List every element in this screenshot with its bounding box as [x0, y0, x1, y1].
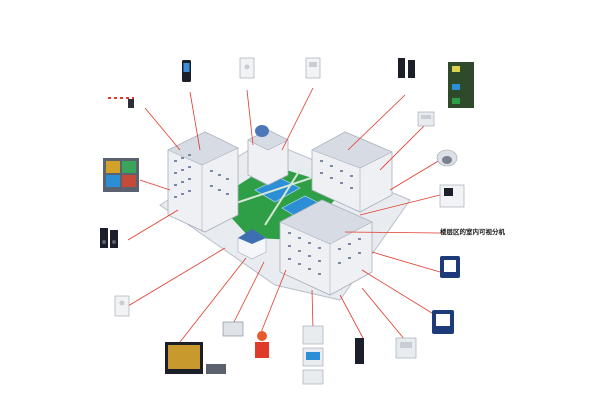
title-right-label: 楼层区的室内可视分机 — [440, 228, 505, 236]
wall-panel-icon — [305, 57, 321, 79]
connector-lines — [127, 87, 441, 343]
desk-phone-icon — [206, 321, 244, 374]
barrier-gate-icon — [105, 97, 134, 108]
control-unit-icon — [432, 310, 454, 334]
gatehouse — [237, 229, 267, 260]
touch-panel-icon — [440, 256, 460, 278]
operator-icon — [255, 331, 269, 358]
speaker-icon — [100, 228, 118, 248]
reader-unit-icon — [395, 337, 417, 359]
id-card-icon — [439, 184, 465, 208]
speaker-pair-icon — [398, 58, 415, 78]
intercom-panel-icon — [302, 325, 324, 385]
door-intercom-icon — [114, 295, 130, 317]
access-terminal-icon — [448, 62, 474, 108]
building-front-right — [279, 199, 373, 296]
windows — [174, 154, 361, 275]
building-center — [247, 125, 289, 186]
building-left — [167, 131, 239, 233]
camera-dome-icon — [436, 149, 458, 167]
building-back-right — [311, 131, 393, 213]
mobile-phone-icon — [182, 60, 191, 82]
screen-icon — [103, 158, 139, 192]
tower-speaker-icon — [355, 338, 364, 364]
card-reader-icon — [239, 57, 255, 79]
monitor-icon — [165, 342, 203, 374]
security-device-icon — [417, 111, 435, 127]
